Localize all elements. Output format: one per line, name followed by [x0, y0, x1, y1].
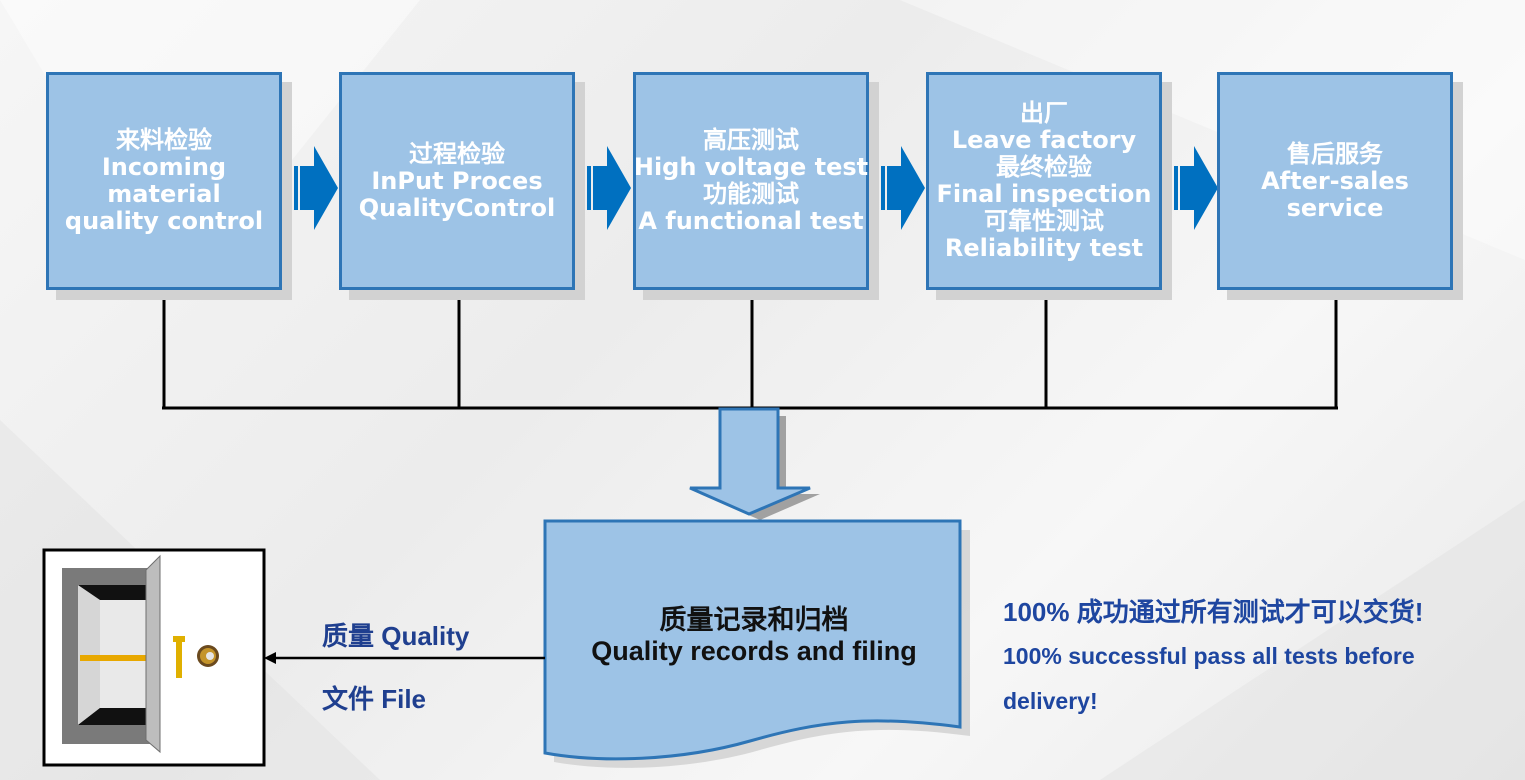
- flow-arrow-3: [875, 146, 925, 230]
- step-final-inspection: 出厂 Leave factory 最终检验 Final inspection 可…: [926, 72, 1162, 290]
- quality-label: 质量 Quality: [322, 621, 470, 651]
- records-title-en: Quality records and filing: [591, 636, 917, 666]
- arrow-to-safe: [264, 652, 545, 664]
- step-5-line-2: After-sales: [1261, 166, 1409, 195]
- step-high-voltage-functional-test: 高压测试 High voltage test 功能测试 A functional…: [633, 72, 869, 290]
- step-1-line-4: quality control: [64, 207, 264, 235]
- records-title-cn: 质量记录和归档: [659, 605, 849, 635]
- step-3-line-4: A functional test: [638, 207, 864, 235]
- step-1-line-3: material: [107, 180, 221, 208]
- step-1-line-2: Incoming: [101, 153, 227, 181]
- step-4-line-6: Reliability test: [944, 234, 1144, 262]
- step-3-line-1: 高压测试: [703, 126, 799, 154]
- note-line-en-2: delivery!: [1003, 688, 1098, 714]
- step-2-line-2: InPut Proces: [371, 166, 543, 195]
- step-incoming-quality-control: 来料检验 Incoming material quality control: [46, 72, 282, 290]
- step-5-line-3: service: [1286, 193, 1384, 222]
- flow-arrow-4: [1168, 146, 1218, 230]
- step-2-line-1: 过程检验: [409, 139, 505, 168]
- step-after-sales-service: 售后服务 After-sales service: [1217, 72, 1453, 290]
- step-3-line-2: High voltage test: [633, 153, 869, 181]
- bg-facet: [1100, 500, 1525, 780]
- flow-arrow-1: [288, 146, 338, 230]
- step-4-line-5: 可靠性测试: [984, 207, 1104, 235]
- step-4-line-4: Final inspection: [936, 180, 1152, 208]
- safe-illustration: [42, 548, 266, 767]
- step-5-line-1: 售后服务: [1287, 139, 1383, 168]
- flow-arrow-2: [581, 146, 631, 230]
- note-line-cn: 100% 成功通过所有测试才可以交货!: [1003, 597, 1424, 627]
- records-document-shape: [543, 519, 970, 768]
- step-2-line-3: QualityControl: [358, 193, 556, 222]
- down-arrow: [689, 407, 820, 520]
- step-4-line-2: Leave factory: [951, 126, 1137, 154]
- step-1-line-1: 来料检验: [116, 126, 212, 154]
- file-label: 文件 File: [322, 684, 427, 714]
- step-4-line-1: 出厂: [1020, 99, 1068, 127]
- step-4-line-3: 最终检验: [996, 153, 1092, 181]
- step-process-quality-control: 过程检验 InPut Proces QualityControl: [339, 72, 575, 290]
- note-line-en-1: 100% successful pass all tests before: [1003, 643, 1415, 669]
- records-title: 质量记录和归档 Quality records and filing: [548, 605, 960, 667]
- connector-lines: [162, 292, 1338, 410]
- step-3-line-3: 功能测试: [703, 180, 799, 208]
